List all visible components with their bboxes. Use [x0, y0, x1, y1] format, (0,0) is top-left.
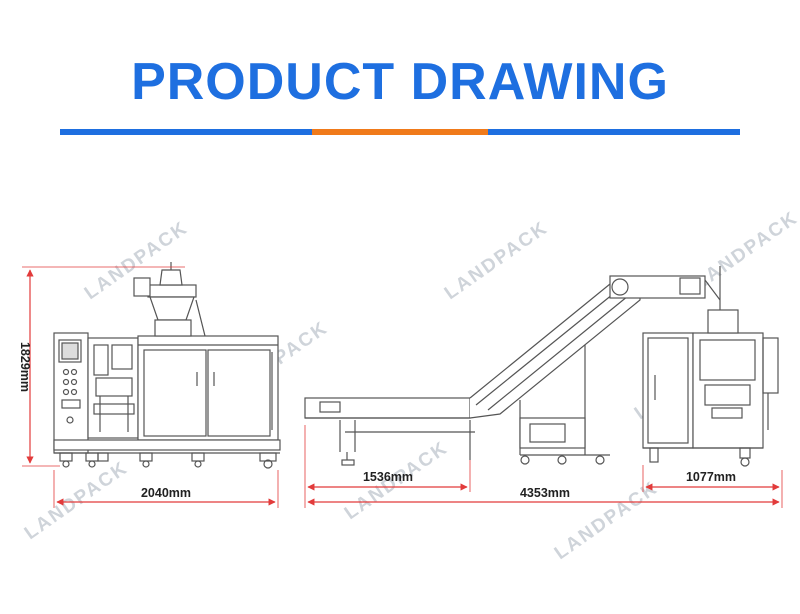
front-view-machine	[642, 300, 779, 467]
conveyor-length-dimension-label: 1536mm	[363, 470, 413, 484]
side-view-machine	[53, 262, 281, 469]
dimension-lines	[22, 266, 783, 508]
machine-width-dimension-label: 1077mm	[686, 470, 736, 484]
title-underline-accent	[312, 129, 488, 135]
page-title: PRODUCT DRAWING	[131, 53, 669, 111]
watermark: LANDPACK	[21, 457, 132, 544]
watermark: LANDPACK	[441, 217, 552, 304]
total-length-dimension-label: 4353mm	[520, 486, 570, 500]
height-dimension-label: 1829mm	[18, 342, 32, 392]
watermark: LANDPACK	[691, 207, 800, 294]
side-width-dimension-label: 2040mm	[141, 486, 191, 500]
incline-conveyor	[304, 266, 721, 466]
